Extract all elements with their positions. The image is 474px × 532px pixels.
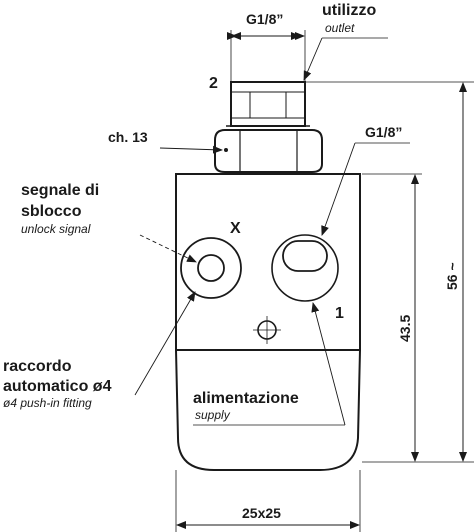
unlock-subtitle: unlock signal [21, 222, 91, 236]
dimensions [175, 30, 474, 532]
fitting-title-2: automatico ø4 [3, 378, 112, 395]
unlock-title-1: segnale di [21, 182, 99, 199]
leader-lines [134, 37, 410, 426]
valve-body-group [175, 81, 361, 471]
outlet-size-label: G1/8” [246, 11, 283, 27]
inlet-size-label: G1/8” [365, 124, 402, 140]
fitting-title-1: raccordo [3, 358, 72, 375]
supply-subtitle: supply [195, 408, 231, 422]
supply-title: alimentazione [193, 390, 299, 407]
inner-height-dimension: 43.5 [397, 315, 413, 342]
hex-label: ch. 13 [108, 129, 148, 145]
supply-port [271, 234, 339, 302]
port-1-label: 1 [335, 305, 344, 322]
labels: G1/8” utilizzo outlet 2 ch. 13 G1/8” seg… [3, 2, 460, 521]
unlock-title-2: sblocco [21, 203, 82, 220]
outlet-subtitle: outlet [325, 21, 355, 35]
fitting-subtitle: ø4 push-in fitting [3, 396, 92, 410]
outlet-title: utilizzo [322, 2, 376, 19]
port-x-label: X [230, 220, 241, 237]
outlet-fitting [230, 81, 306, 127]
width-dimension: 25x25 [242, 505, 281, 521]
hex-nut [214, 125, 323, 173]
total-height-dimension: 56 ~ [444, 262, 460, 290]
small-screw [253, 316, 281, 344]
port-2-label: 2 [209, 75, 218, 92]
valve-block [175, 173, 361, 471]
unlock-port [180, 237, 242, 299]
